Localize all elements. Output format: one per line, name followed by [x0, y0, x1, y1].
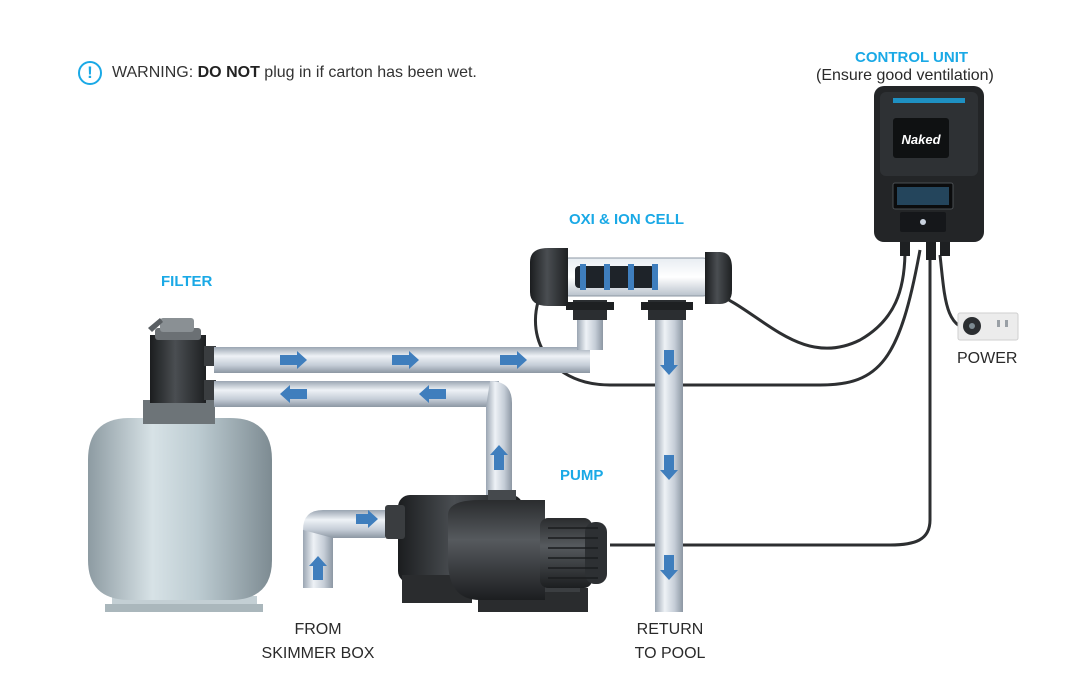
exclamation-circle-icon: ! — [78, 61, 102, 85]
arrow-left-2 — [419, 385, 446, 403]
warning-prefix: WARNING: — [112, 64, 198, 81]
arrow-right-2 — [392, 351, 419, 369]
flow-arrows — [280, 350, 678, 580]
arrow-left-1 — [280, 385, 307, 403]
arrow-up-skimmer — [309, 556, 327, 580]
arrow-down-2 — [660, 455, 678, 480]
warning-text: WARNING: DO NOT plug in if carton has be… — [112, 64, 477, 82]
arrow-down-1 — [660, 350, 678, 375]
return-label-line2: TO POOL — [634, 645, 706, 662]
control-unit-label: CONTROL UNIT — [855, 49, 969, 66]
arrow-up-pump — [490, 445, 508, 470]
warning-suffix: plug in if carton has been wet. — [259, 64, 477, 81]
cable-pump — [610, 255, 932, 547]
arrow-right-skimmer — [356, 510, 378, 528]
skimmer-label-line2: SKIMMER BOX — [261, 645, 375, 662]
control-cables — [534, 249, 976, 547]
filter-label: FILTER — [161, 273, 213, 290]
power-outlet — [957, 312, 1019, 341]
cell-label: OXI & ION CELL — [569, 211, 685, 228]
return-label-line1: RETURN — [636, 621, 704, 638]
control-unit-brand: Naked — [901, 132, 941, 147]
cable-cell-right — [711, 249, 907, 350]
arrow-right-3 — [500, 351, 527, 369]
pump-label: PUMP — [560, 467, 604, 484]
power-label: POWER — [957, 350, 1018, 367]
control-unit: Naked — [874, 86, 984, 260]
warning-emphasis: DO NOT — [197, 64, 260, 81]
pump — [385, 490, 607, 612]
return-label: RETURN TO POOL — [620, 618, 720, 666]
filter-tank — [88, 318, 272, 612]
skimmer-label-line1: FROM — [294, 621, 342, 638]
control-unit-note: (Ensure good ventilation) — [816, 67, 994, 84]
arrow-right-1 — [280, 351, 307, 369]
oxi-ion-cell — [530, 248, 732, 320]
arrow-down-3 — [660, 555, 678, 580]
warning-banner: ! WARNING: DO NOT plug in if carton has … — [78, 61, 477, 85]
cable-cell-left — [534, 249, 922, 387]
skimmer-label: FROM SKIMMER BOX — [258, 618, 378, 666]
